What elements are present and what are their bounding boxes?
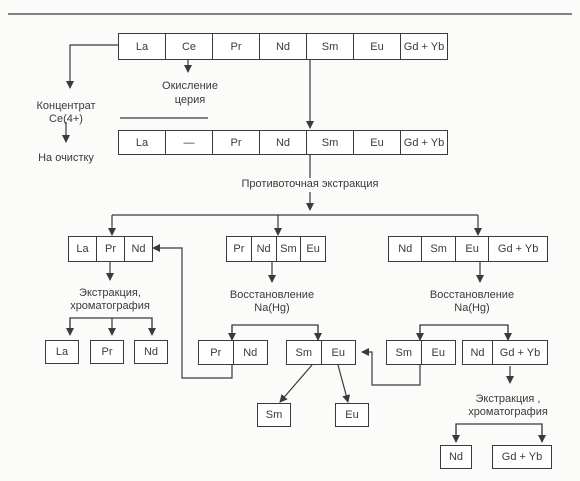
row2-cell: Pr xyxy=(212,131,259,154)
output-cell: La xyxy=(55,346,69,358)
group-left-cell: La xyxy=(76,243,89,255)
row1-cell: Pr xyxy=(212,34,259,59)
row1-elements: La Ce Pr Nd Sm Eu Gd + Yb xyxy=(118,33,448,60)
final-cell: Eu xyxy=(345,409,359,421)
group-mid-cell: Nd xyxy=(250,237,276,261)
group-right-cell: Gd + Yb xyxy=(488,237,547,261)
extraction-left-label-1: Экстракция, xyxy=(79,287,141,299)
group-mid-cell: Sm xyxy=(275,237,301,261)
group-left-cell: Pr xyxy=(96,237,124,261)
group-mid-cell: Pr xyxy=(233,243,245,255)
mid-sm-eu: Sm Eu xyxy=(286,340,356,365)
right-nd-gdyb-cell: Nd xyxy=(470,346,485,359)
mid-pr-nd-cell: Pr xyxy=(210,346,222,359)
row2-cell: La xyxy=(135,136,149,149)
row1-cell: Gd + Yb xyxy=(400,34,447,59)
final-cell: Sm xyxy=(265,409,283,421)
mid-sm-eu-cell: Sm xyxy=(295,346,313,359)
group-mid-cell: Eu xyxy=(300,237,325,261)
final-sm: Sm xyxy=(257,403,291,427)
right-sm-eu-cell: Sm xyxy=(395,346,413,359)
countercurrent-label: Противоточная экстракция xyxy=(241,178,379,190)
row1-cell: Eu xyxy=(353,34,400,59)
group-left: La Pr Nd xyxy=(68,236,153,262)
final-gdyb: Gd + Yb xyxy=(492,445,552,469)
group-right-cell: Nd xyxy=(398,243,413,255)
output-cell: Pr xyxy=(101,346,113,358)
final-cell: Gd + Yb xyxy=(501,451,543,463)
extraction-left-label-2: хроматография xyxy=(70,300,150,312)
reduction-right-label-1: Восстановление xyxy=(429,289,515,301)
ce-oxidation-label-2: церия xyxy=(174,94,206,106)
reduction-mid-label-2: Na(Hg) xyxy=(254,302,290,314)
mid-sm-eu-cell: Eu xyxy=(320,341,356,364)
row2-elements: La — Pr Nd Sm Eu Gd + Yb xyxy=(118,130,448,155)
group-right-cell: Sm xyxy=(421,237,454,261)
row1-cell: Ce xyxy=(165,34,212,59)
right-nd-gdyb: Nd Gd + Yb xyxy=(462,340,548,365)
right-sm-eu-cell: Eu xyxy=(420,341,456,364)
reduction-mid-label-1: Восстановление xyxy=(229,289,315,301)
extraction-right-label-1: Экстракция , xyxy=(475,393,541,405)
concentrate-label-1: Концентрат xyxy=(36,100,96,112)
row2-cell: Gd + Yb xyxy=(400,131,447,154)
concentrate-label-2: Ce(4+) xyxy=(49,113,83,125)
reduction-right-label-2: Na(Hg) xyxy=(454,302,490,314)
output-nd: Nd xyxy=(134,340,168,364)
extraction-right-label-2: хроматография xyxy=(468,406,548,418)
concentrate-arrow xyxy=(66,44,118,89)
row2-cell: Nd xyxy=(259,131,306,154)
group-left-cell: Nd xyxy=(124,237,152,261)
row2-cell: — xyxy=(165,131,212,154)
output-la: La xyxy=(45,340,79,364)
output-cell: Nd xyxy=(143,346,159,358)
final-cell: Nd xyxy=(448,451,464,463)
row2-cell: Sm xyxy=(306,131,353,154)
purification-label: На очистку xyxy=(38,152,94,164)
group-mid: Pr Nd Sm Eu xyxy=(226,236,326,262)
row1-cell: La xyxy=(135,40,149,53)
final-nd: Nd xyxy=(440,445,472,469)
group-right-cell: Eu xyxy=(454,237,488,261)
mid-pr-nd-cell: Nd xyxy=(232,341,268,364)
ce-oxidation-label-1: Окисление xyxy=(162,80,218,92)
output-pr: Pr xyxy=(90,340,124,364)
mid-pr-nd: Pr Nd xyxy=(198,340,268,365)
final-eu: Eu xyxy=(335,403,369,427)
row2-cell: Eu xyxy=(353,131,400,154)
right-sm-eu: Sm Eu xyxy=(386,340,456,365)
right-nd-gdyb-cell: Gd + Yb xyxy=(492,341,547,364)
row1-cell: Nd xyxy=(259,34,306,59)
row1-cell: Sm xyxy=(306,34,353,59)
group-right: Nd Sm Eu Gd + Yb xyxy=(388,236,548,262)
